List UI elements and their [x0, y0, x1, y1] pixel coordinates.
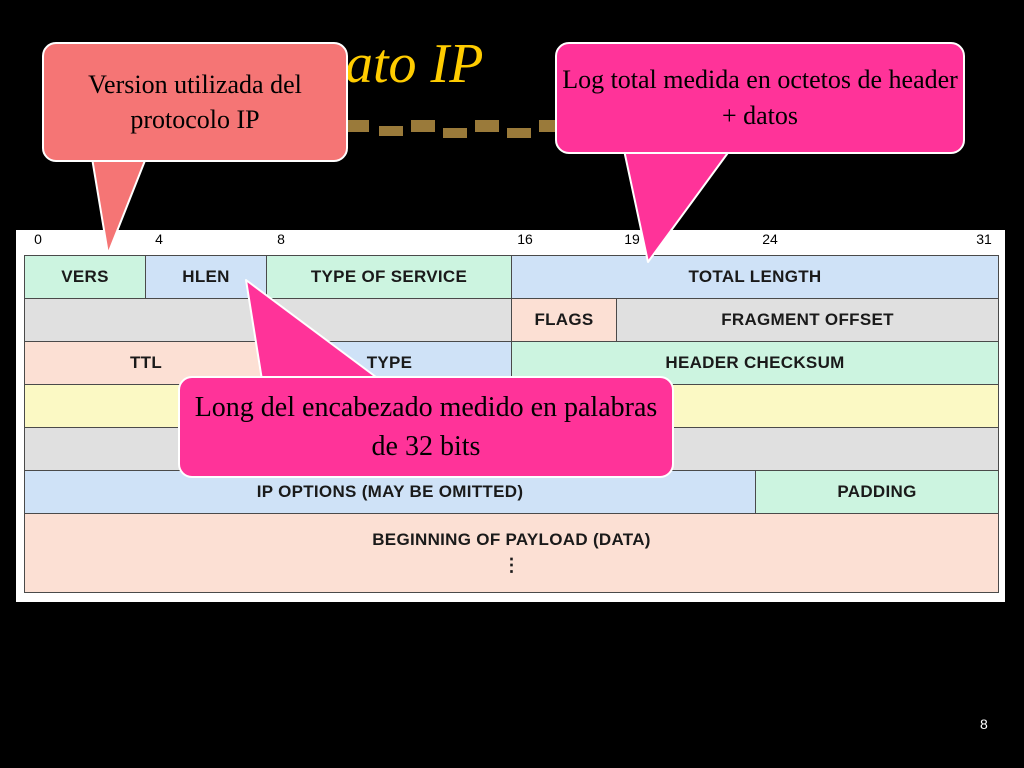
bit-label-4: 4 — [155, 231, 163, 247]
callout-version: Version utilizada del protocolo IP — [42, 42, 348, 162]
hlen-callout-pointer — [245, 279, 381, 381]
title-underline-decoration — [345, 120, 555, 138]
callout-hlen: Long del encabezado medido en palabras d… — [178, 376, 674, 478]
field-vers: VERS — [24, 255, 146, 299]
bit-label-0: 0 — [34, 231, 42, 247]
page-number: 8 — [980, 716, 988, 732]
callout-total-length: Log total medida en octetos de header + … — [555, 42, 965, 154]
field-type-of-service: TYPE OF SERVICE — [266, 255, 512, 299]
bit-label-24: 24 — [762, 231, 778, 247]
bit-label-8: 8 — [277, 231, 285, 247]
bit-label-31: 31 — [976, 231, 992, 247]
field-hlen: HLEN — [145, 255, 267, 299]
bit-label-19: 19 — [624, 231, 640, 247]
payload-continuation-dots: ⋮ — [502, 555, 521, 575]
field-flags: FLAGS — [511, 298, 617, 342]
payload-label: BEGINNING OF PAYLOAD (DATA) — [372, 530, 651, 549]
version-callout-pointer — [91, 157, 147, 255]
total-length-callout-pointer — [623, 149, 731, 263]
field-payload: BEGINNING OF PAYLOAD (DATA) ⋮ — [24, 513, 999, 593]
bit-label-16: 16 — [517, 231, 533, 247]
field-total-length: TOTAL LENGTH — [511, 255, 999, 299]
slide-title: ato IP — [345, 33, 484, 95]
field-padding: PADDING — [755, 470, 999, 514]
bit-ruler: 0 4 8 16 19 24 31 — [16, 230, 1005, 250]
